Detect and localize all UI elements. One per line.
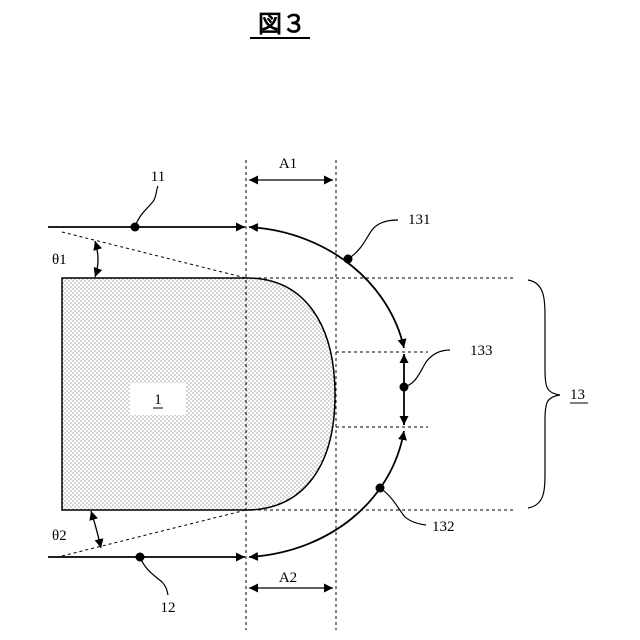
label-1: 1 <box>154 392 162 408</box>
figure-title: 図３ <box>258 10 306 38</box>
dashed-angle-line-1 <box>62 232 246 278</box>
angle-arc-1 <box>95 241 98 277</box>
leader-line-132 <box>380 488 426 525</box>
label-133: 133 <box>470 343 493 359</box>
brace-13 <box>528 280 560 508</box>
dashed-angle-line-2 <box>62 510 246 556</box>
label-132: 132 <box>432 519 455 535</box>
leader-line-133 <box>404 350 450 387</box>
label-12: 12 <box>161 600 176 616</box>
label-theta-2: θ2 <box>52 528 67 544</box>
label-11: 11 <box>151 169 165 185</box>
label-theta-1: θ1 <box>52 252 67 268</box>
leader-line-131 <box>348 220 398 259</box>
leader-line-11 <box>135 186 158 227</box>
label-13: 13 <box>570 387 585 403</box>
angle-arc-2 <box>91 511 101 548</box>
label-a2: A2 <box>279 570 297 586</box>
label-131: 131 <box>408 212 431 228</box>
label-a1: A1 <box>279 156 297 172</box>
leader-line-12 <box>140 557 168 595</box>
dotted-body-1 <box>62 278 335 510</box>
